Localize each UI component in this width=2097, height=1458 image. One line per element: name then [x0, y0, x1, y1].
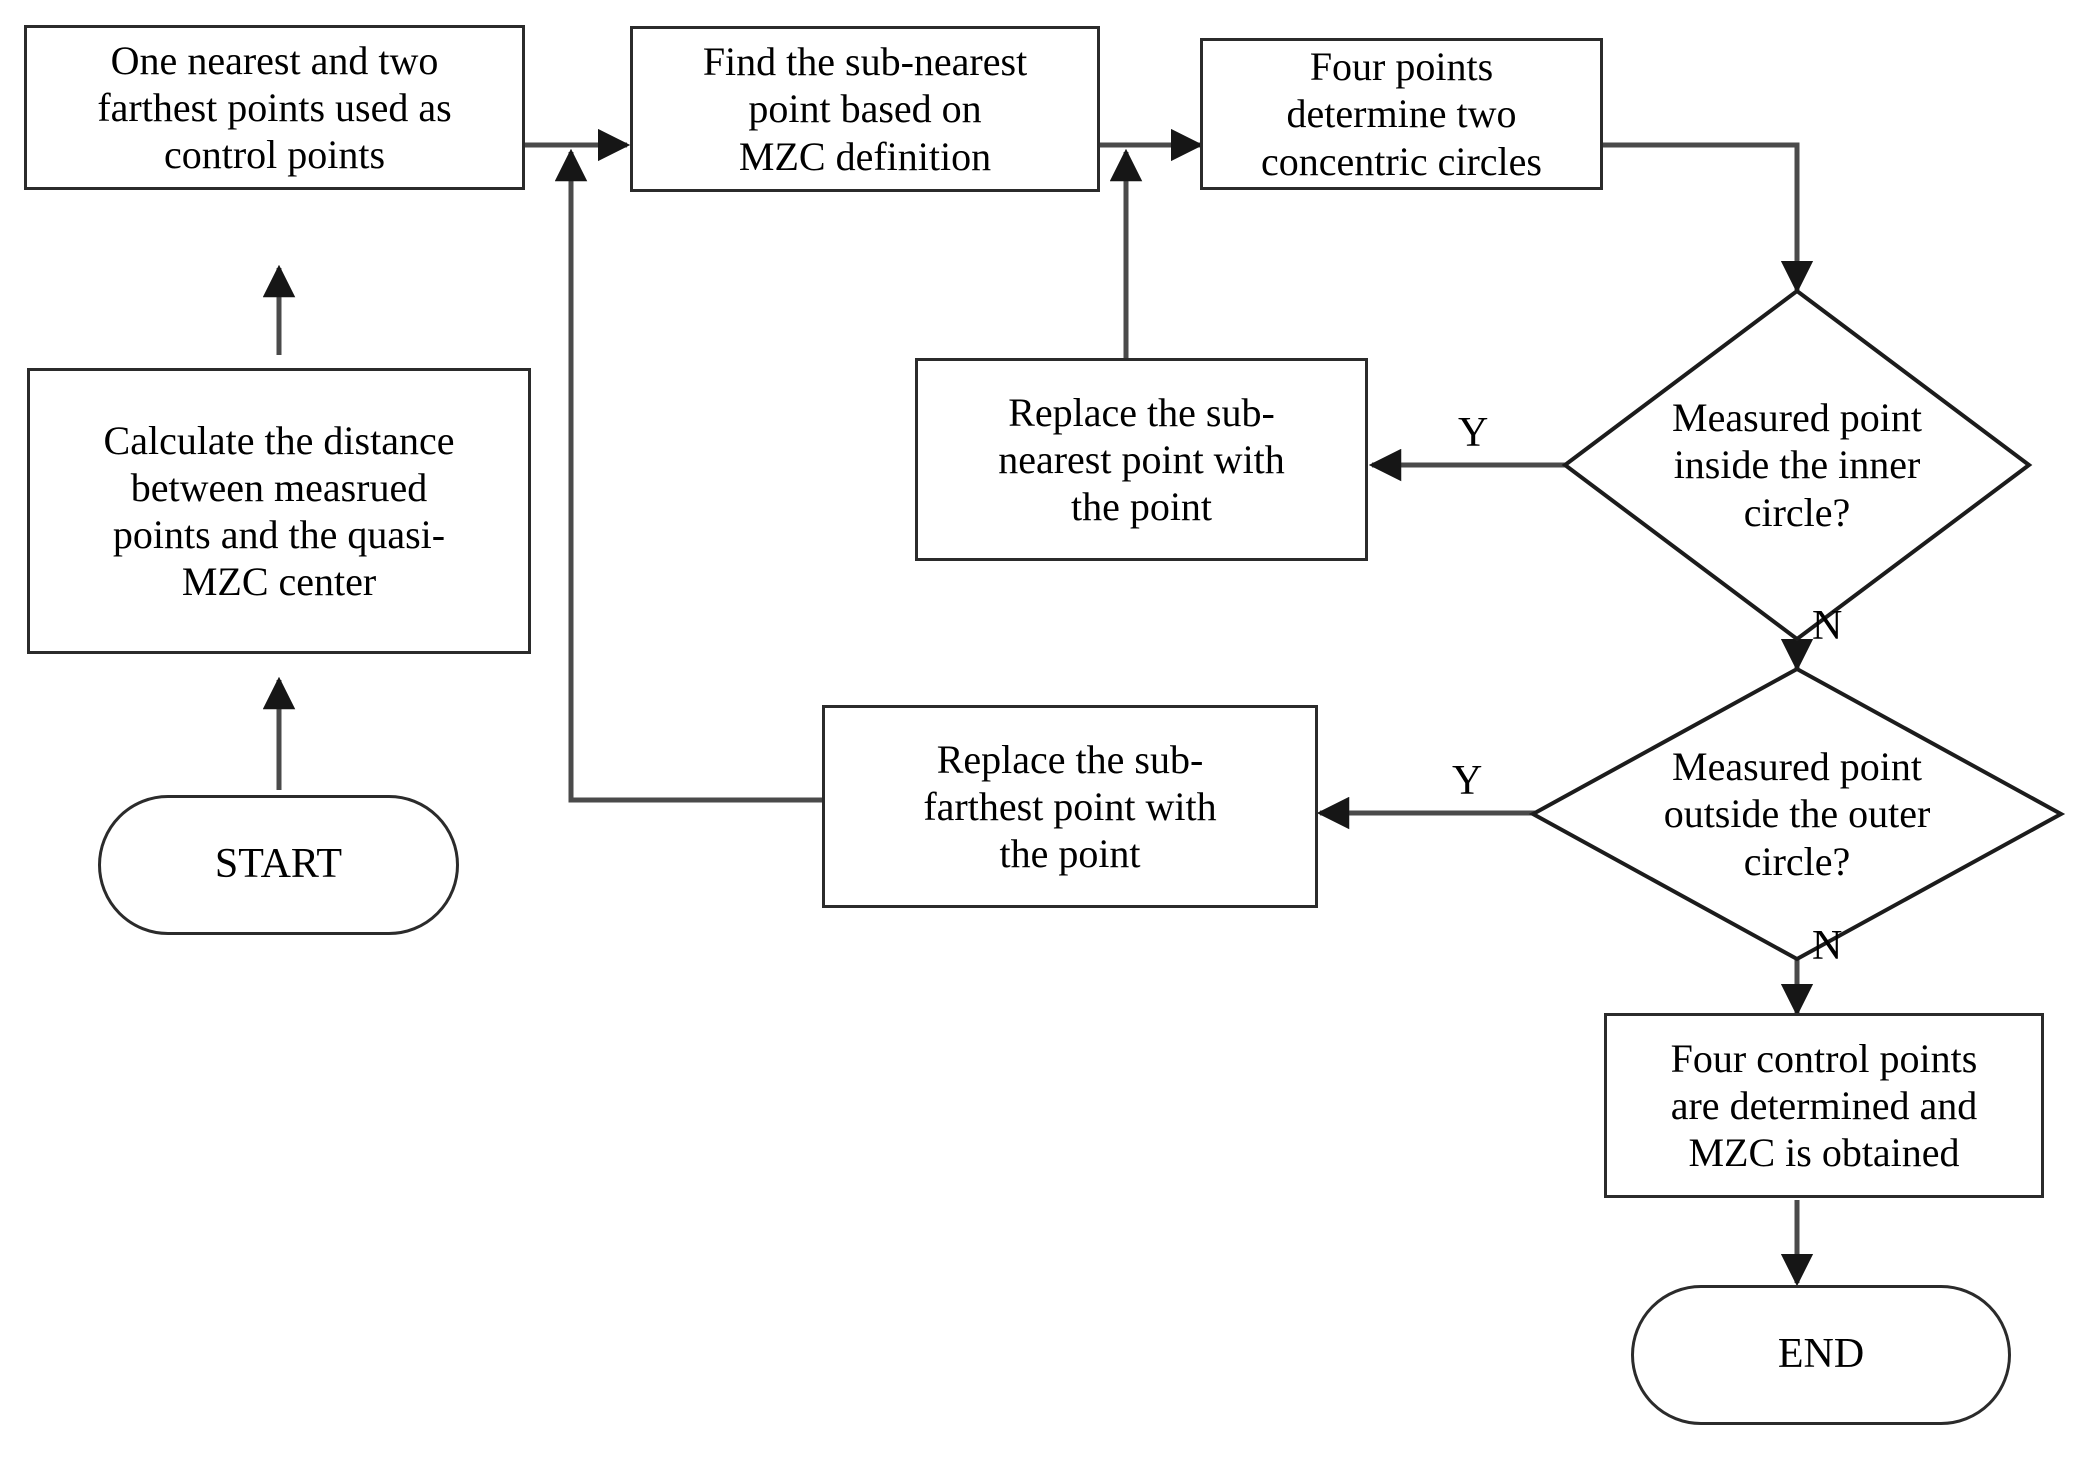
- edge-label-inner-no: N: [1812, 603, 1843, 649]
- node-find-sub-nearest-label: Find the sub-nearest point based on MZC …: [702, 39, 1028, 179]
- node-end-label: END: [1777, 1331, 1865, 1378]
- node-start-label: START: [214, 841, 343, 888]
- node-control-points[interactable]: One nearest and two farthest points used…: [24, 25, 525, 190]
- edge-four-points-to-decision-inner: [1603, 142, 1814, 294]
- edge-replace-sub-farthest-feedback: [554, 148, 822, 803]
- node-calculate-distance[interactable]: Calculate the distance between measrued …: [27, 368, 531, 654]
- node-four-control-points[interactable]: Four control points are determined and M…: [1604, 1013, 2044, 1198]
- node-replace-sub-nearest[interactable]: Replace the sub- nearest point with the …: [915, 358, 1368, 561]
- node-find-sub-nearest[interactable]: Find the sub-nearest point based on MZC …: [630, 26, 1100, 192]
- node-replace-sub-nearest-label: Replace the sub- nearest point with the …: [998, 389, 1285, 530]
- node-replace-sub-farthest-label: Replace the sub- farthest point with the…: [923, 736, 1217, 877]
- node-four-points-circles-label: Four points determine two concentric cir…: [1261, 44, 1542, 184]
- node-four-points-circles[interactable]: Four points determine two concentric cir…: [1200, 38, 1603, 190]
- node-four-control-points-label: Four control points are determined and M…: [1670, 1035, 1978, 1176]
- edge-label-outer-no: N: [1812, 923, 1843, 969]
- node-replace-sub-farthest[interactable]: Replace the sub- farthest point with the…: [822, 705, 1318, 908]
- node-end[interactable]: END: [1631, 1285, 2011, 1425]
- edge-label-outer-yes: Y: [1452, 758, 1483, 804]
- node-control-points-label: One nearest and two farthest points used…: [97, 37, 452, 178]
- node-start[interactable]: START: [98, 795, 459, 935]
- node-calculate-distance-label: Calculate the distance between measrued …: [103, 417, 455, 605]
- edge-label-inner-yes: Y: [1458, 410, 1489, 456]
